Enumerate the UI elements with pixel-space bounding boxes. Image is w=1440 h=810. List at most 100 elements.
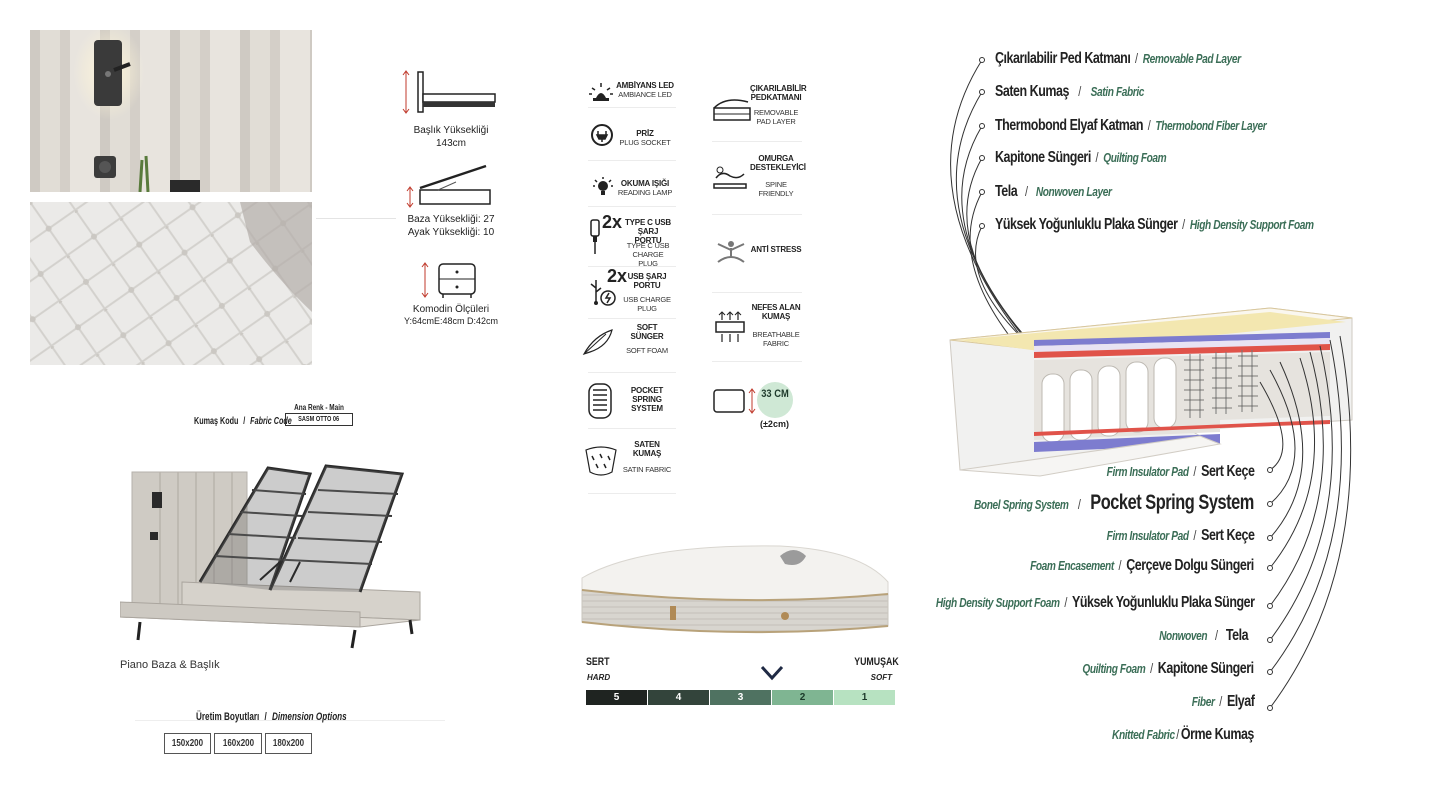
connector-line xyxy=(316,218,396,219)
base-height-icon xyxy=(406,164,491,208)
fabric-code-label-tr: Kumaş Kodu xyxy=(194,416,239,427)
layer-tr: Sert Keçe xyxy=(1200,527,1255,544)
fabric-code-value: SASM OTTO 06 xyxy=(298,416,340,423)
ambiance-led-icon xyxy=(589,83,613,101)
feature-sub: READING LAMP xyxy=(617,188,673,197)
feature-divider xyxy=(588,428,676,429)
layer-fiber: Fiber/Elyaf xyxy=(1191,693,1255,710)
layer-tr: Thermobond Elyaf Katman xyxy=(995,117,1144,134)
bed-light xyxy=(152,492,162,508)
quilted-fabric-photo xyxy=(30,202,312,365)
firmness-level-label: 3 xyxy=(737,692,744,703)
type-c-usb-icon xyxy=(590,219,600,254)
layer-firm-pad-1: Firm Insulator Pad/Sert Keçe xyxy=(1106,463,1255,480)
height-badge-value: 33 CM xyxy=(761,388,789,400)
size-option-label: 150x200 xyxy=(171,738,204,749)
nightstand-icon xyxy=(421,262,476,298)
fabric-code-box: SASM OTTO 06 xyxy=(285,413,353,426)
height-tolerance: (±2cm) xyxy=(760,419,789,429)
feature-divider xyxy=(712,214,802,215)
layer-high-density-foam: Yüksek Yoğunluklu Plaka Sünger/High Dens… xyxy=(995,216,1314,233)
layer-en: High Density Support Foam xyxy=(935,595,1060,610)
anti-stress-icon xyxy=(717,241,745,263)
layer-tr: Çerçeve Dolgu Süngeri xyxy=(1126,557,1255,574)
usb-charge-icon xyxy=(590,280,616,306)
layer-tr: Elyaf xyxy=(1226,693,1255,710)
feature-title: OKUMA IŞIĞI xyxy=(620,179,670,188)
reading-lamp-icon xyxy=(593,177,613,195)
layer-knitted-fabric: Knitted Fabric/Örme Kumaş xyxy=(1112,726,1254,743)
layer-satin-fabric: Saten Kumaş/Satin Fabric xyxy=(995,83,1145,100)
firmness-level-1: 1 xyxy=(834,690,895,705)
layer-en: Knitted Fabric xyxy=(1112,727,1175,742)
main-color-label: Ana Renk - Main xyxy=(294,403,344,412)
height-badge: 33 CM xyxy=(757,382,793,418)
layer-tr: Çıkarılabilir Ped Katmanı xyxy=(995,50,1131,67)
layer-thermobond: Thermobond Elyaf Katman/Thermobond Fiber… xyxy=(995,117,1267,134)
feature-title: ÇIKARILABİLİR PEDKATMANI xyxy=(750,84,807,102)
feature-divider xyxy=(712,361,802,362)
feature-title: ANTİ STRESS xyxy=(750,245,802,254)
breathable-fabric-icon xyxy=(715,311,745,342)
layer-en: High Density Support Foam xyxy=(1189,217,1314,232)
layer-en: Quilting Foam xyxy=(1103,150,1167,165)
layer-tr: Kapitone Süngeri xyxy=(1158,660,1254,677)
feature-sub: SPINE FRIENDLY xyxy=(758,180,794,198)
layer-en: Nonwoven Layer xyxy=(1035,184,1112,199)
feature-sub: BREATHABLE FABRIC xyxy=(752,330,800,348)
layer-en: Nonwoven xyxy=(1159,628,1208,643)
plug-socket-icon xyxy=(591,124,613,146)
feature-title: PRİZ xyxy=(636,129,654,138)
sizes-label-en: Dimension Options xyxy=(272,711,347,723)
layer-tr: Sert Keçe xyxy=(1200,463,1255,480)
mattress-cross-section xyxy=(949,57,1353,711)
feature-divider xyxy=(588,318,676,319)
type-c-count: 2x xyxy=(602,212,623,232)
bed-illustration xyxy=(120,464,421,649)
firmness-level-4: 4 xyxy=(648,690,709,705)
feature-divider xyxy=(588,160,676,161)
feature-title: SATEN KUMAŞ xyxy=(632,440,662,458)
feature-sub: PLUG SOCKET xyxy=(619,138,671,147)
feature-divider xyxy=(588,493,676,494)
feature-sub: SOFT FOAM xyxy=(626,346,668,355)
firmness-level-label: 1 xyxy=(861,692,868,703)
size-option-180x200[interactable]: 180x200 xyxy=(265,733,312,754)
layer-foam-encasement: Foam Encasement/Çerçeve Dolgu Süngeri xyxy=(1030,557,1255,574)
feature-divider xyxy=(712,141,802,142)
firmness-level-5: 5 xyxy=(586,690,647,705)
feature-sub: TYPE C USB CHARGE PLUG xyxy=(626,241,670,268)
firmness-level-label: 4 xyxy=(675,692,682,703)
mattress-photo xyxy=(581,545,889,634)
feature-divider xyxy=(588,266,676,267)
size-option-label: 160x200 xyxy=(222,738,254,749)
leg-height-label: Ayak Yüksekliği: 10 xyxy=(407,227,495,238)
usb-count: 2x xyxy=(607,266,628,286)
firmness-level-3: 3 xyxy=(710,690,771,705)
layer-en: Fiber xyxy=(1191,694,1215,709)
firmness-soft-en: SOFT xyxy=(870,673,892,682)
feature-divider xyxy=(588,107,676,108)
feature-title: AMBİYANS LED xyxy=(616,81,674,90)
nightstand-label: Komodin Ölçüleri xyxy=(412,304,490,315)
layer-en: Thermobond Fiber Layer xyxy=(1155,118,1267,133)
firmness-level-2: 2 xyxy=(772,690,833,705)
feature-divider xyxy=(712,292,802,293)
layer-tr: Örme Kumaş xyxy=(1180,726,1254,743)
feature-divider xyxy=(588,372,676,373)
feature-title: NEFES ALAN KUMAŞ xyxy=(751,303,801,321)
quilt-pattern xyxy=(30,202,312,365)
firmness-hard-en: HARD xyxy=(587,673,611,682)
firmness-marker-icon xyxy=(760,665,784,681)
nightstand-value: Y:64cmE:48cm D:42cm xyxy=(403,316,499,326)
size-option-label: 180x200 xyxy=(272,738,305,749)
size-option-160x200[interactable]: 160x200 xyxy=(214,733,262,754)
layer-en: Firm Insulator Pad xyxy=(1106,528,1189,543)
layer-tr: Kapitone Süngeri xyxy=(995,149,1091,166)
size-option-150x200[interactable]: 150x200 xyxy=(164,733,211,754)
spine-icon xyxy=(713,166,747,189)
headboard-height-value: 143cm xyxy=(435,138,466,149)
layer-firm-pad-2: Firm Insulator Pad/Sert Keçe xyxy=(1106,527,1255,544)
dimension-options-label: Üretim Boyutları / Dimension Options xyxy=(196,711,347,723)
feature-title: POCKET SPRING SYSTEM xyxy=(630,386,664,413)
